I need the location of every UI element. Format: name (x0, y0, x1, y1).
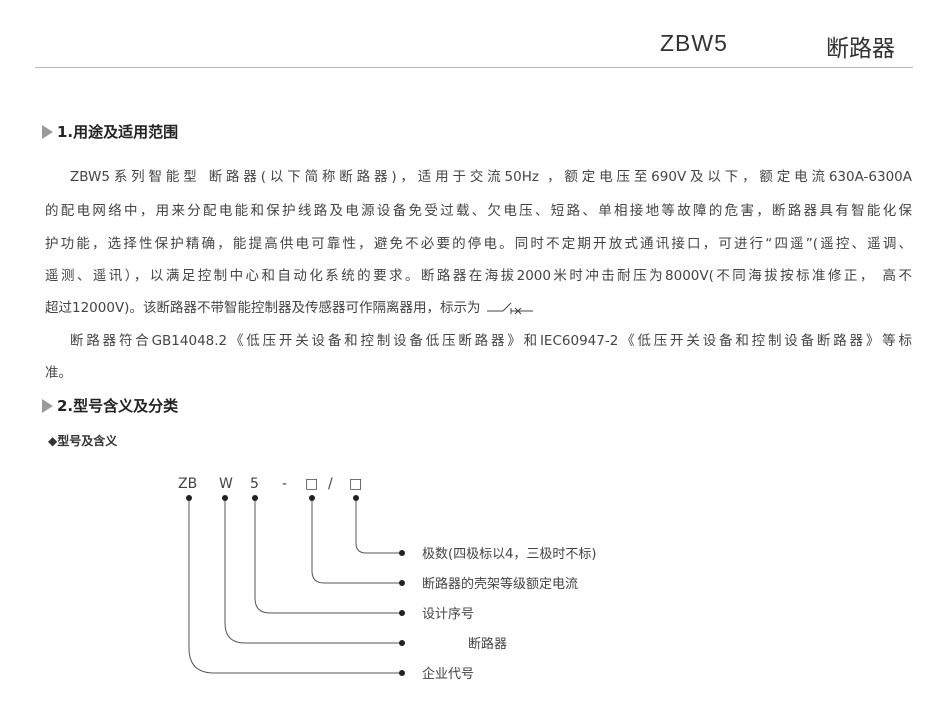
code-label: 设计序号 (422, 607, 474, 622)
paragraph-line: 断路器符合GB14048.2《低压开关设备和控制设备低压断路器》和IEC6094… (70, 333, 912, 349)
code-part: ZB (178, 476, 197, 492)
dot-marker (252, 495, 258, 501)
paragraph-line: 的配电网络中，用来分配电能和保护线路及电源设备免受过载、欠电压、短路、单相接地等… (45, 203, 912, 219)
dot-marker (399, 610, 405, 616)
code-label: 极数(四极标以4，三极时不标) (422, 547, 596, 562)
dot-marker (399, 670, 405, 676)
header-model: ZBW5 (660, 30, 728, 56)
section-1-title: 1.用途及适用范围 (57, 123, 179, 141)
code-label: 断路器的壳架等级额定电流 (422, 576, 578, 592)
code-part: □ (305, 476, 318, 492)
code-part: W (219, 476, 233, 492)
isolator-symbol-icon (486, 302, 533, 315)
paragraph-text: 超过12000V)。该断路器不带智能控制器及传感器可作隔离器用，标示为 (45, 300, 481, 316)
connector-line (224, 498, 402, 644)
paragraph-line: 准。 (45, 365, 72, 381)
code-part: - (282, 476, 287, 492)
dot-marker (309, 495, 315, 501)
paragraph-line: 护功能，选择性保护精确，能提高供电可靠性，避免不必要的停电。同时不定期开放式通讯… (45, 236, 912, 252)
paragraph-line: ZBW5系列智能型 断路器(以下简称断路器)，适用于交流50Hz ，额定电压至6… (70, 169, 912, 185)
triangle-bullet-icon (42, 124, 53, 139)
dot-marker (222, 495, 228, 501)
section-1-heading: 1.用途及适用范围 (42, 121, 178, 142)
dot-marker (399, 580, 405, 586)
triangle-bullet-icon (42, 398, 53, 413)
header-divider (35, 67, 913, 68)
section-2-heading: 2.型号含义及分类 (42, 395, 178, 416)
code-part: □ (349, 476, 362, 492)
code-part: 5 (250, 476, 259, 492)
dot-marker (399, 640, 405, 646)
subsection-title: ◆型号及含义 (48, 434, 118, 448)
code-part: / (328, 476, 333, 492)
paragraph-line: 超过12000V)。该断路器不带智能控制器及传感器可作隔离器用，标示为 (45, 296, 535, 316)
connector-line (254, 498, 402, 614)
connector-line (311, 498, 402, 584)
section-2-title: 2.型号含义及分类 (57, 397, 179, 415)
dot-marker (186, 495, 192, 501)
dot-marker (399, 550, 405, 556)
connector-line (355, 498, 402, 554)
code-label: 企业代号 (422, 666, 474, 682)
code-label: 断路器 (468, 636, 507, 652)
header-product-name: 断路器 (826, 36, 895, 62)
connector-line (188, 498, 402, 674)
dot-marker (353, 495, 359, 501)
paragraph-line: 遥测、遥讯），以满足控制中心和自动化系统的要求。断路器在海拔2000米时冲击耐压… (45, 268, 912, 284)
